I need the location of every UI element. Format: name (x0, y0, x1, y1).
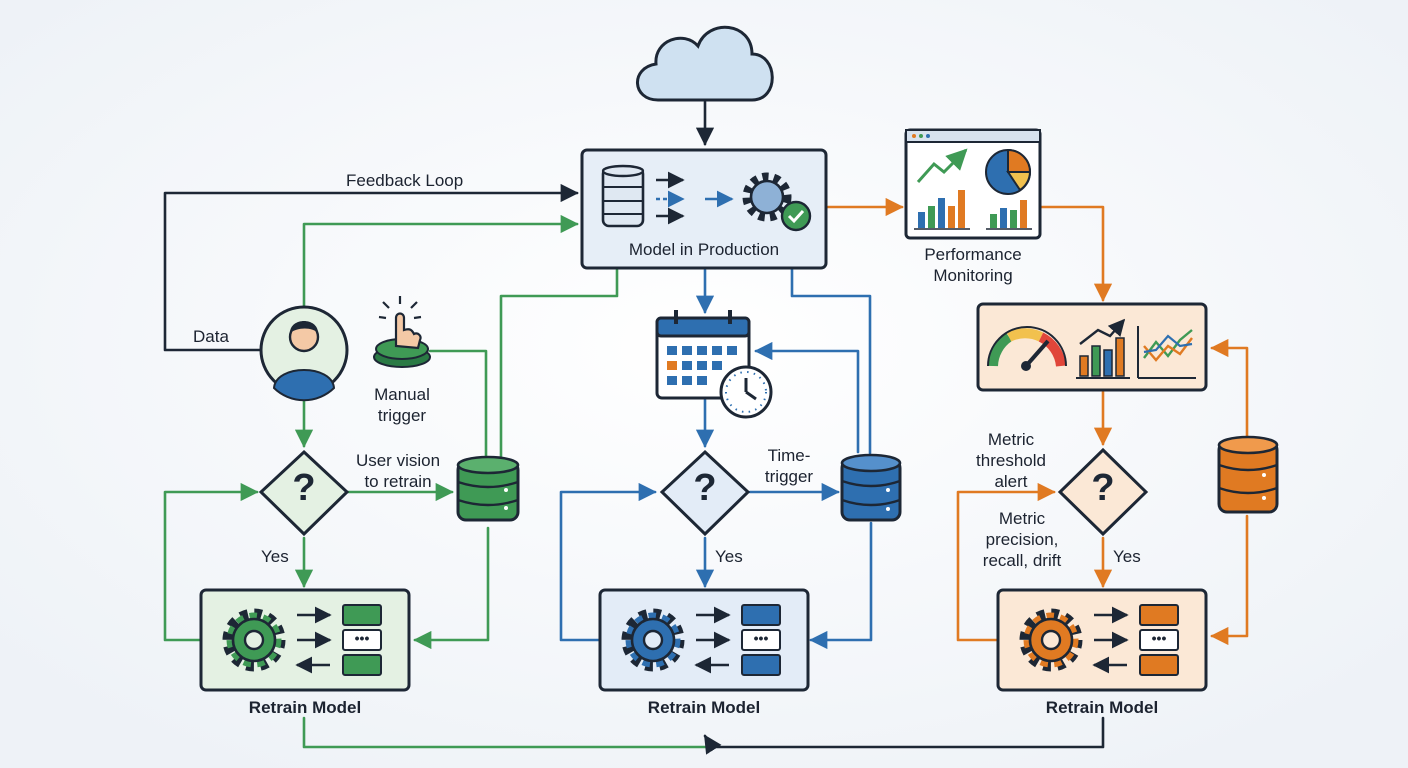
blue-loop-arrow (559, 482, 657, 642)
manual-trigger-line2: trigger (377, 406, 427, 425)
database-icon (601, 164, 645, 228)
green-loop-arrow (163, 482, 259, 642)
blue-retrain-box: ••• (598, 588, 810, 692)
model-in-production-label: Model in Production (628, 240, 780, 259)
manual-retrain-label: Retrain Model (248, 698, 362, 717)
list-icon: ••• (342, 604, 382, 676)
gear-icon (1019, 608, 1083, 672)
metric-detail-line2: precision, (985, 530, 1059, 549)
metric-alert-line3: alert (994, 472, 1028, 491)
manual-decision-diamond (258, 449, 350, 537)
dashboard-icon (904, 128, 1042, 240)
blue-db-to-retrain-arrow (809, 521, 873, 650)
monitoring-label-line1: Performance (924, 245, 1022, 264)
orange-db-to-retrain-arrow (1210, 514, 1249, 646)
time-decision-diamond (659, 449, 751, 537)
gear-icon (222, 608, 286, 672)
gear-check-icon (742, 172, 812, 232)
orange-database-icon (1217, 435, 1279, 514)
green-retrain-to-bottom-line (302, 716, 707, 749)
orange-loop-arrow (956, 482, 1056, 642)
metric-decision-diamond (1057, 447, 1149, 537)
time-retrain-label: Retrain Model (647, 698, 761, 717)
green-retrain-box: ••• (199, 588, 411, 692)
metric-detail-line1: Metric (998, 509, 1046, 528)
manual-decision-line1: User vision (355, 451, 441, 470)
svg-text:•••: ••• (355, 630, 370, 646)
green-db-to-retrain-arrow (413, 526, 490, 650)
blue-db-to-calendar-arrow (754, 341, 860, 454)
feedback-loop-label: Feedback Loop (346, 171, 464, 190)
metric-detail-line3: recall, drift (982, 551, 1062, 570)
orange-retrain-to-bottom-arrow (703, 716, 1105, 755)
orange-retrain-box: ••• (996, 588, 1208, 692)
cloud-icon (636, 25, 774, 102)
model-in-production-node (580, 148, 828, 270)
metric-alert-line1: Metric (987, 430, 1035, 449)
bar-chart-icon (1076, 318, 1130, 379)
user-icon (259, 305, 349, 402)
manual-yes-label: Yes (261, 547, 289, 566)
feedback-loop-arrow (163, 183, 579, 352)
monitoring-to-metrics-arrow (1039, 205, 1113, 302)
metric-retrain-label: Retrain Model (1045, 698, 1159, 717)
metric-alert-line2: threshold (976, 451, 1046, 470)
monitoring-label-line2: Monitoring (933, 266, 1013, 285)
list-icon: ••• (741, 604, 781, 676)
trigger-to-green-db-line (428, 349, 488, 462)
production-to-blue-db-line (790, 268, 872, 455)
clock-icon (719, 365, 773, 419)
svg-text:•••: ••• (754, 630, 769, 646)
time-decision-symbol: ? (693, 467, 717, 509)
production-to-green-db-arrow (499, 268, 619, 464)
blue-database-icon (840, 453, 902, 522)
metric-decision-symbol: ? (1091, 467, 1115, 509)
time-trigger-line2: trigger (764, 467, 814, 486)
manual-decision-symbol: ? (292, 467, 316, 509)
pointing-hand-icon (373, 296, 431, 368)
green-database-icon (456, 455, 520, 522)
time-yes-label: Yes (715, 547, 743, 566)
orange-db-to-metrics-arrow (1210, 338, 1249, 438)
metrics-panel (976, 302, 1208, 392)
list-icon: ••• (1139, 604, 1179, 676)
gauge-icon (987, 326, 1067, 371)
line-chart-icon (1137, 326, 1196, 379)
pie-chart-icon (985, 148, 1032, 195)
svg-text:•••: ••• (1152, 630, 1167, 646)
manual-trigger-line1: Manual (374, 385, 430, 404)
time-trigger-line1: Time- (767, 446, 811, 465)
data-label: Data (193, 327, 229, 346)
gear-icon (621, 608, 685, 672)
manual-decision-line2: to retrain (364, 472, 432, 491)
metric-yes-label: Yes (1113, 547, 1141, 566)
user-to-production-arrow (302, 214, 579, 310)
